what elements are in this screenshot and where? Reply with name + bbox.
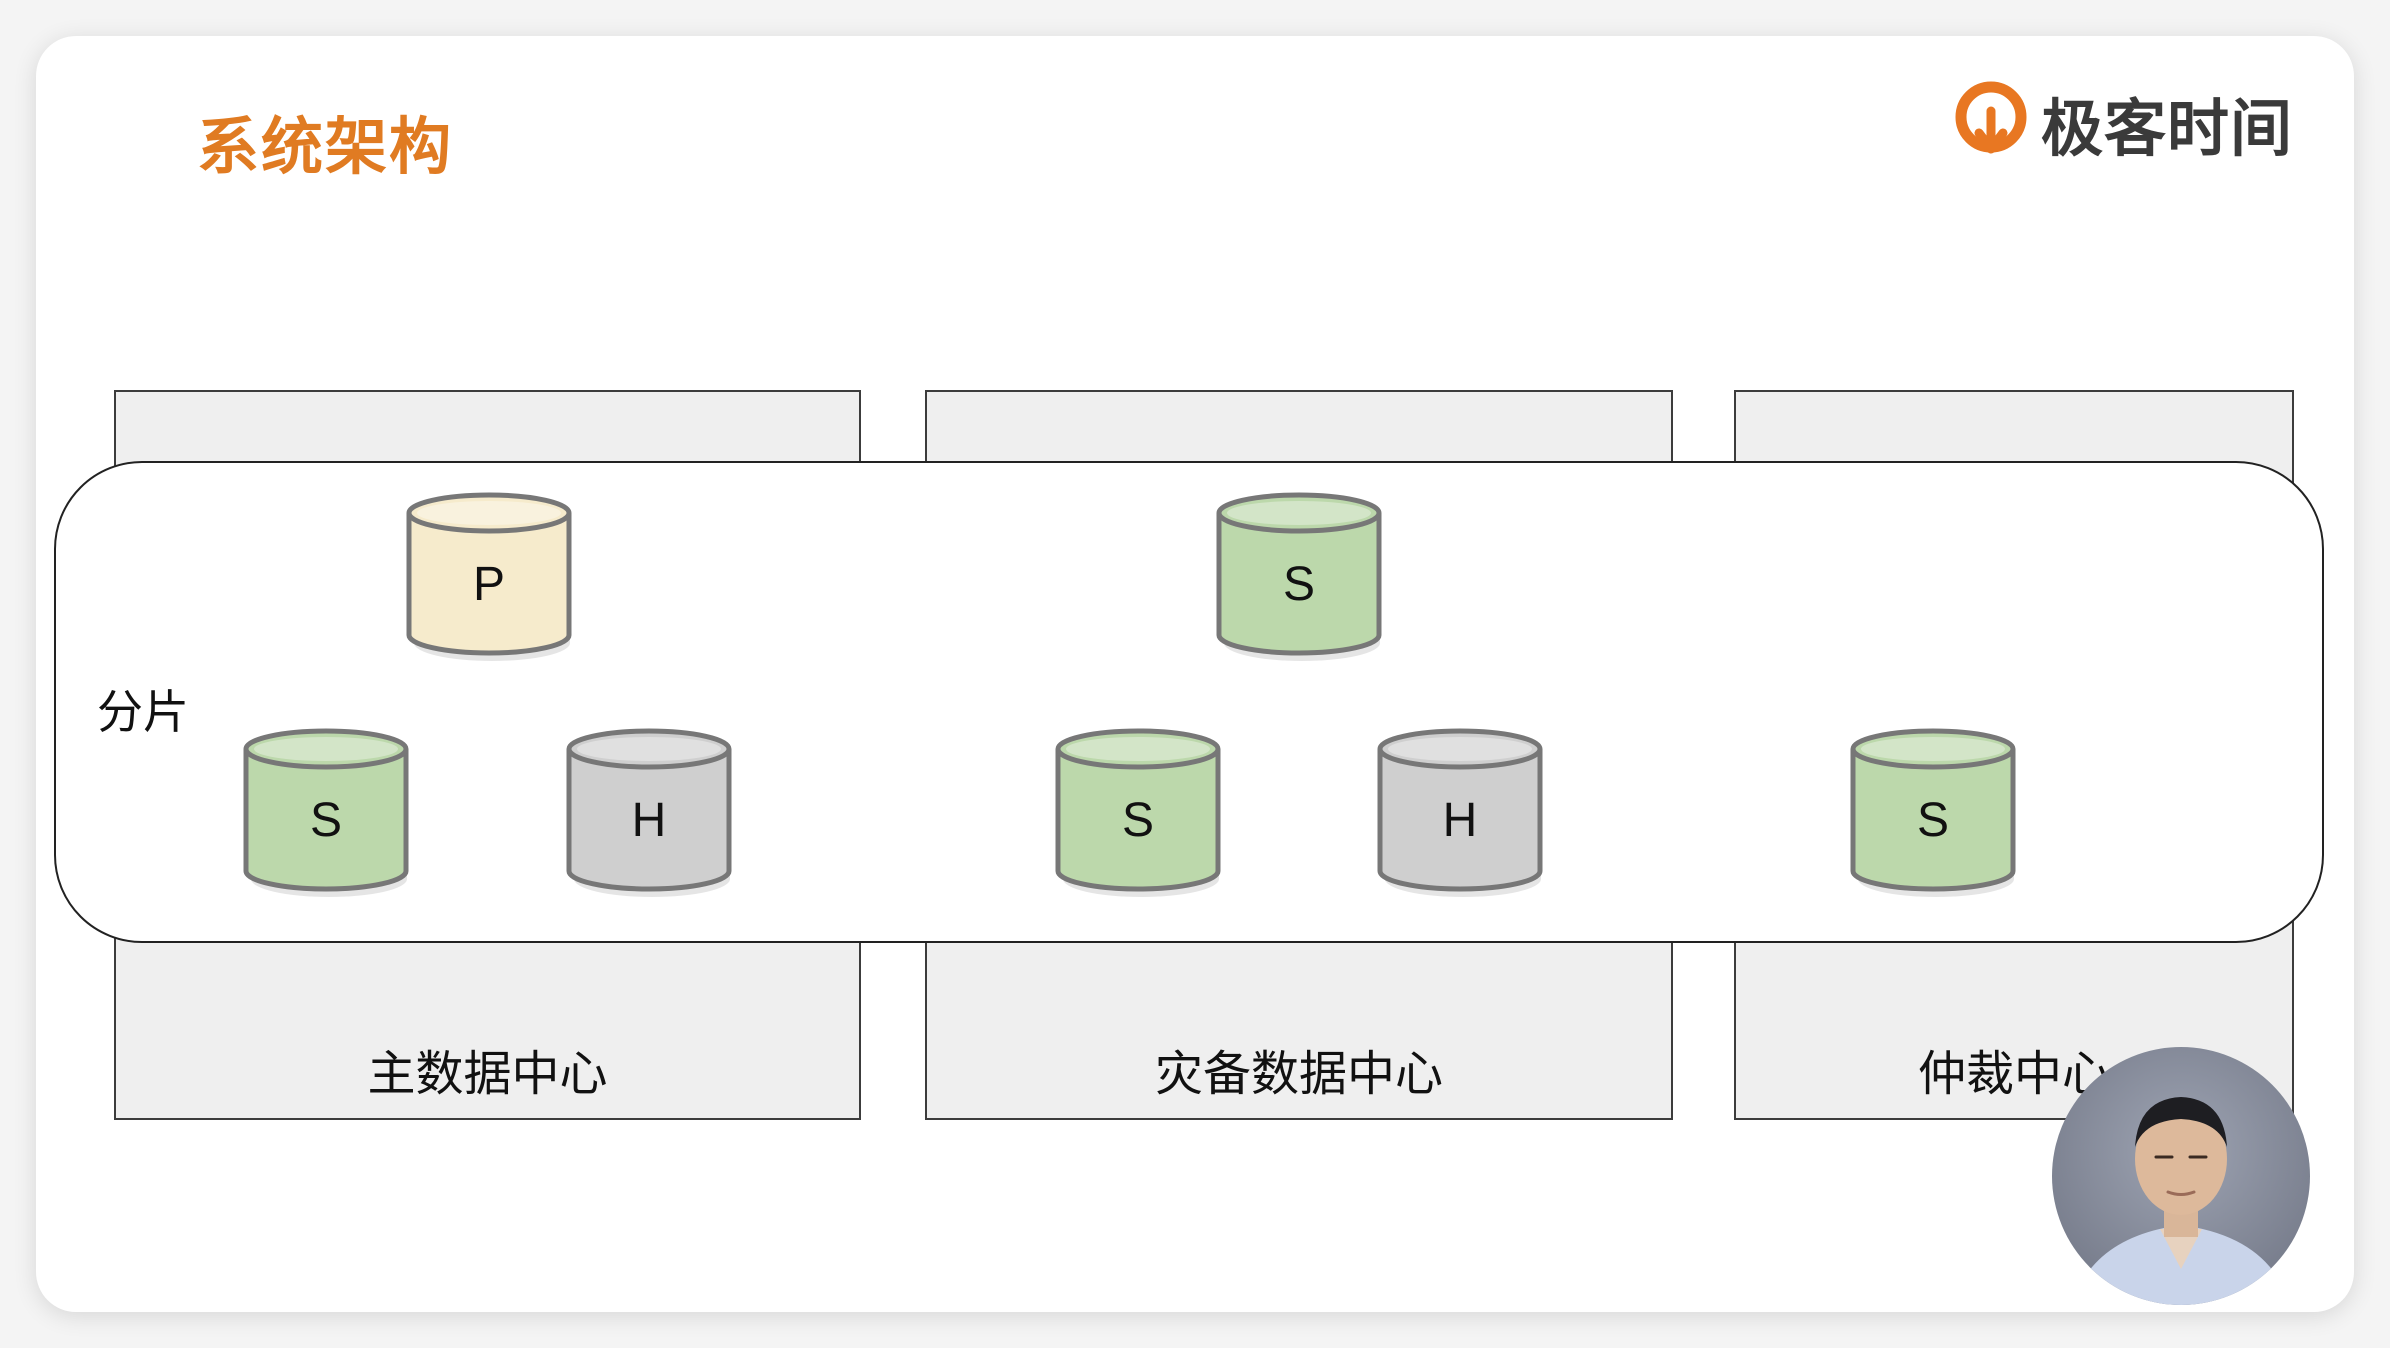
node-secondary: S — [240, 721, 412, 901]
presenter-video — [2052, 1047, 2310, 1305]
node-label: H — [631, 794, 667, 847]
node-secondary: S — [1847, 721, 2019, 901]
shard-label: 分片 — [97, 685, 189, 739]
database-cylinder-icon — [1055, 728, 1221, 897]
presenter-avatar-icon — [2072, 1097, 2290, 1305]
database-cylinder-icon — [1377, 728, 1543, 897]
node-label: S — [1916, 794, 1949, 847]
node-label: H — [1442, 794, 1478, 847]
datacenter-label: 灾备数据中心 — [1154, 1046, 1443, 1102]
node-label: S — [309, 794, 342, 847]
node-label: P — [472, 558, 505, 611]
logo: 极客时间 — [1955, 78, 2293, 168]
node-hidden: H — [1374, 721, 1546, 901]
slide-title: 系统架构 — [197, 110, 454, 183]
node-label: S — [1282, 558, 1315, 611]
database-cylinder-icon — [566, 728, 732, 897]
node-hidden: H — [563, 721, 735, 901]
datacenter-label: 仲裁中心 — [1917, 1046, 2110, 1102]
database-cylinder-icon — [1216, 492, 1382, 661]
geektime-logo-icon — [1955, 81, 2027, 154]
database-cylinder-icon — [406, 492, 572, 661]
node-secondary: S — [1213, 485, 1385, 665]
datacenter-label: 主数据中心 — [367, 1046, 608, 1102]
node-secondary: S — [1052, 721, 1224, 901]
node-primary: P — [403, 485, 575, 665]
node-label: S — [1121, 794, 1154, 847]
logo-text: 极客时间 — [2041, 92, 2294, 165]
database-cylinder-icon — [1850, 728, 2016, 897]
database-cylinder-icon — [243, 728, 409, 897]
